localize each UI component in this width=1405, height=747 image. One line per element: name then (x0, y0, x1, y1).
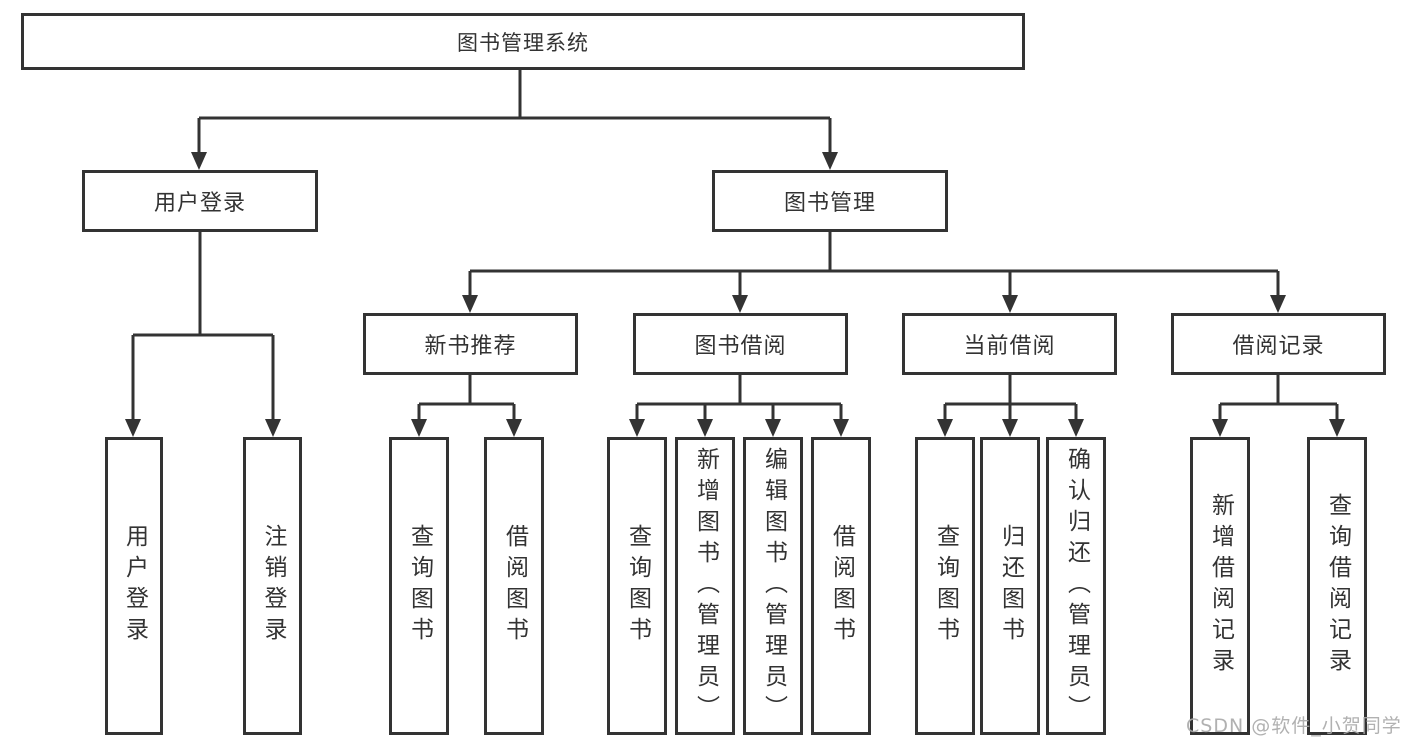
node-book-management: 图书管理 (712, 170, 948, 232)
csdn-watermark: CSDN @软件_小贺同学 (1186, 715, 1402, 737)
node-root-library-system: 图书管理系统 (21, 13, 1025, 70)
leaf-query-books-recommend: 查询图书 (389, 437, 449, 735)
leaf-user-login: 用户登录 (105, 437, 163, 735)
leaf-return-books: 归还图书 (980, 437, 1040, 735)
node-borrowing-records: 借阅记录 (1171, 313, 1386, 375)
node-current-borrowing: 当前借阅 (902, 313, 1117, 375)
leaf-query-books-borrowing: 查询图书 (607, 437, 667, 735)
leaf-query-books-current: 查询图书 (915, 437, 975, 735)
node-book-borrowing: 图书借阅 (633, 313, 848, 375)
leaf-borrow-books-recommend: 借阅图书 (484, 437, 544, 735)
node-user-login: 用户登录 (82, 170, 318, 232)
leaf-logout: 注销登录 (243, 437, 302, 735)
leaf-confirm-return-admin: 确认归还（管理员） (1046, 437, 1106, 735)
leaf-query-borrow-record: 查询借阅记录 (1307, 437, 1367, 735)
leaf-add-borrow-record: 新增借阅记录 (1190, 437, 1250, 735)
leaf-edit-books-admin: 编辑图书（管理员） (743, 437, 803, 735)
leaf-borrow-books-borrowing: 借阅图书 (811, 437, 871, 735)
node-new-book-recommend: 新书推荐 (363, 313, 578, 375)
leaf-add-books-admin: 新增图书（管理员） (675, 437, 735, 735)
